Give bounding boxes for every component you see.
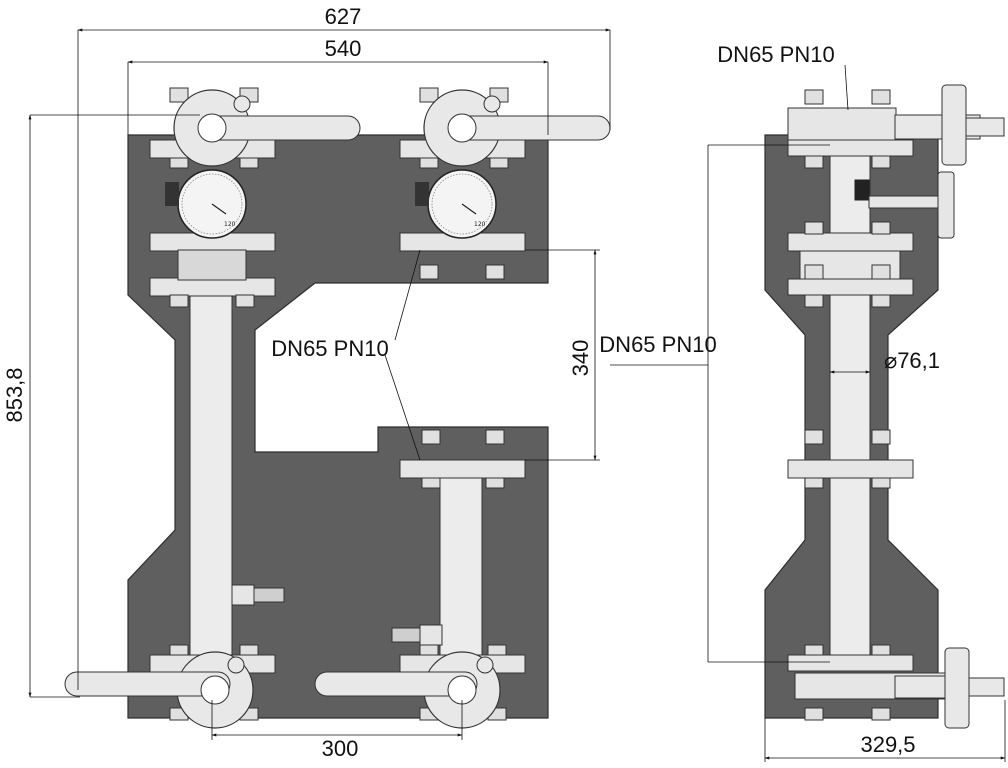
connection-label-side: DN65 PN10 (717, 42, 834, 67)
dimension-flange-spacing: 540 (325, 36, 362, 61)
left-pipe (189, 289, 233, 666)
valve-body (177, 249, 247, 281)
valve-handle (314, 651, 501, 729)
sensor-fitting (231, 584, 285, 606)
front-view: 120 120 (2, 4, 717, 761)
gauge-scale-label: 120 (474, 221, 486, 228)
pressure-gauge: 120 (165, 169, 247, 239)
dimension-vertical-offset: 340 (568, 340, 593, 377)
dimension-pipe-diameter: ⌀76,1 (884, 348, 940, 373)
valve-handle (423, 89, 611, 167)
dimension-overall-height: 853,8 (2, 367, 27, 422)
flange (149, 277, 276, 297)
pressure-gauge: 120 (415, 169, 497, 239)
right-pipe (439, 474, 483, 666)
dimension-overall-width: 627 (325, 4, 362, 29)
connection-label-mid: DN65 PN10 (599, 332, 716, 357)
side-gauge-knob (854, 171, 955, 239)
valve-handle (64, 651, 254, 729)
dimension-side-depth: 329,5 (860, 732, 915, 757)
side-valve-handle (894, 84, 1005, 166)
side-nuts (804, 89, 891, 721)
side-valve-handle (894, 647, 1005, 729)
sensor-fitting (391, 624, 443, 646)
side-dimension-lines (610, 64, 1006, 762)
connection-label-front: DN65 PN10 (271, 336, 388, 361)
dimension-lines (28, 28, 611, 740)
valve-handle (173, 89, 361, 167)
gauge-scale-label: 120 (224, 221, 236, 228)
flange (399, 459, 526, 479)
side-view: ⌀76,1 329,5 DN65 PN10 (610, 42, 1006, 762)
dimension-bottom-spacing: 300 (322, 736, 359, 761)
